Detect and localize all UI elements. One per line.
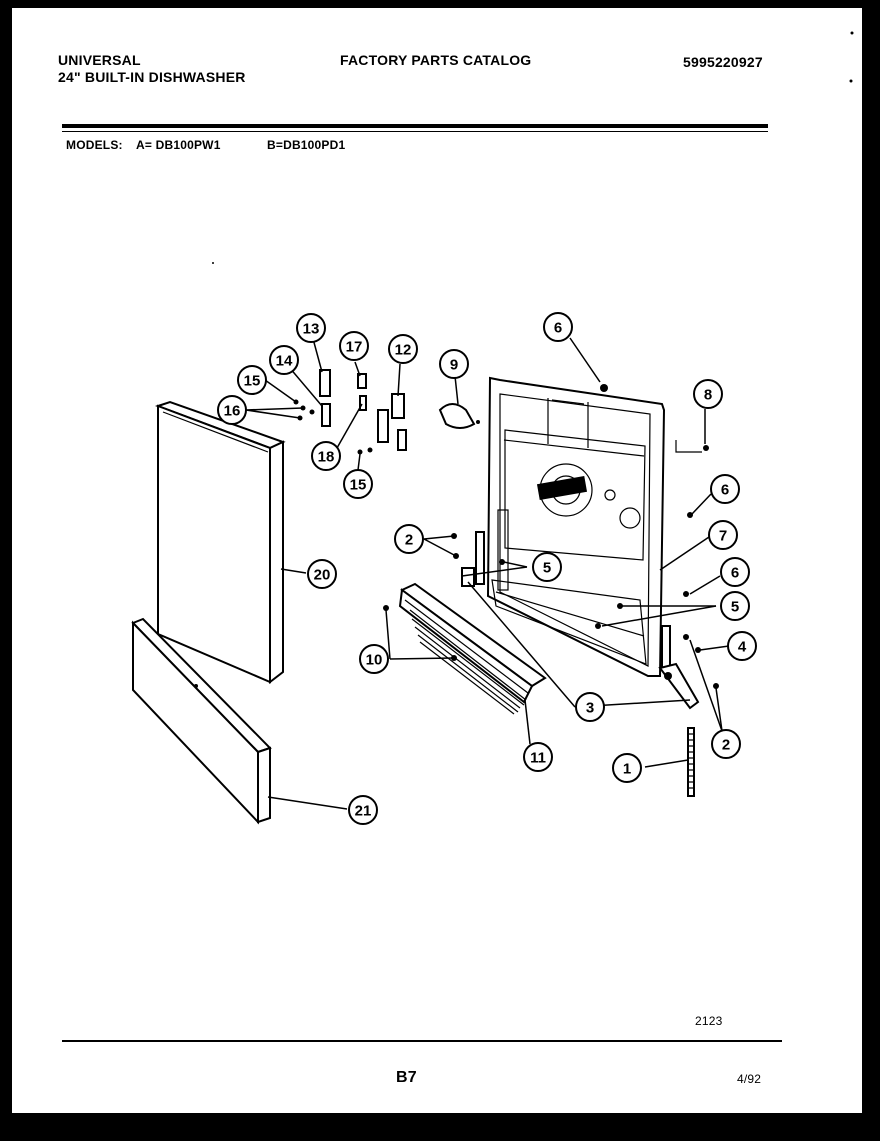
brand-label: UNIVERSAL <box>58 52 141 68</box>
callout-11: 11 <box>523 742 553 772</box>
door-spring <box>687 727 695 797</box>
hinge-left <box>461 531 485 587</box>
callout-label: 5 <box>731 599 739 616</box>
page-number: B7 <box>396 1069 417 1086</box>
callout-label: 15 <box>244 373 261 390</box>
callout-label: 2 <box>722 737 730 754</box>
callout-1: 1 <box>612 753 642 783</box>
control-panel <box>398 582 547 715</box>
callout-20: 20 <box>307 559 337 589</box>
callout-label: 11 <box>530 750 546 767</box>
callout-5-left: 5 <box>532 552 562 582</box>
callout-label: 1 <box>623 761 631 778</box>
inner-door-frame <box>486 376 666 677</box>
callout-6-top: 6 <box>543 312 573 342</box>
callout-label: 16 <box>224 403 241 420</box>
callout-18: 18 <box>311 441 341 471</box>
callout-label: 12 <box>395 342 412 359</box>
callout-label: 6 <box>554 320 562 337</box>
model-b: B=DB100PD1 <box>267 138 346 152</box>
callout-label: 20 <box>314 567 331 584</box>
outer-door-panel <box>155 400 286 685</box>
revision-date: 4/92 <box>737 1072 762 1086</box>
callout-16: 16 <box>217 395 247 425</box>
callout-label: 21 <box>355 803 372 820</box>
product-label: 24" BUILT-IN DISHWASHER <box>58 69 246 85</box>
callout-label: 7 <box>719 528 727 545</box>
callout-label: 15 <box>350 477 367 494</box>
leader-lines <box>245 334 730 810</box>
callout-label: 6 <box>721 482 729 499</box>
callout-10: 10 <box>359 644 389 674</box>
catalog-page: UNIVERSAL 24" BUILT-IN DISHWASHER FACTOR… <box>12 8 862 1113</box>
callout-label: 9 <box>450 357 458 374</box>
callout-7: 7 <box>708 520 738 550</box>
latch-part <box>438 403 480 429</box>
callout-label: 4 <box>738 639 747 656</box>
callout-label: 8 <box>704 387 712 404</box>
callout-4: 4 <box>727 631 757 661</box>
hinge-right <box>658 625 700 710</box>
callout-8: 8 <box>693 379 723 409</box>
header-rule-thin <box>62 131 768 132</box>
callout-9: 9 <box>439 349 469 379</box>
callout-6-mid: 6 <box>710 474 740 504</box>
callout-13: 13 <box>296 313 326 343</box>
callout-21: 21 <box>348 795 378 825</box>
models-label: MODELS: <box>66 138 123 152</box>
callout-17: 17 <box>339 331 369 361</box>
callout-label: 10 <box>366 652 383 669</box>
drawing-number: 2123 <box>695 1014 723 1028</box>
callout-6-low: 6 <box>720 557 750 587</box>
callout-15: 15 <box>237 365 267 395</box>
callout-label: 5 <box>543 560 551 577</box>
callout-12: 12 <box>388 334 418 364</box>
callout-label: 6 <box>731 565 739 582</box>
callout-label: 13 <box>303 321 320 338</box>
callout-2-right: 2 <box>711 729 741 759</box>
catalog-number: 5995220927 <box>683 54 763 70</box>
hardware-cluster <box>293 369 407 455</box>
callout-label: 18 <box>318 449 335 466</box>
callout-label: 14 <box>276 353 293 370</box>
callout-2-left: 2 <box>394 524 424 554</box>
callout-3: 3 <box>575 692 605 722</box>
callout-label: 17 <box>346 339 363 356</box>
callout-label: 2 <box>405 532 413 549</box>
footer-rule <box>62 1040 782 1042</box>
callout-15b: 15 <box>343 469 373 499</box>
catalog-title: FACTORY PARTS CATALOG <box>340 52 532 68</box>
kick-panel <box>131 617 272 825</box>
header-rule <box>62 124 768 128</box>
callout-14: 14 <box>269 345 299 375</box>
model-a: A= DB100PW1 <box>136 138 221 152</box>
callout-label: 3 <box>586 700 594 717</box>
callout-5-right: 5 <box>720 591 750 621</box>
